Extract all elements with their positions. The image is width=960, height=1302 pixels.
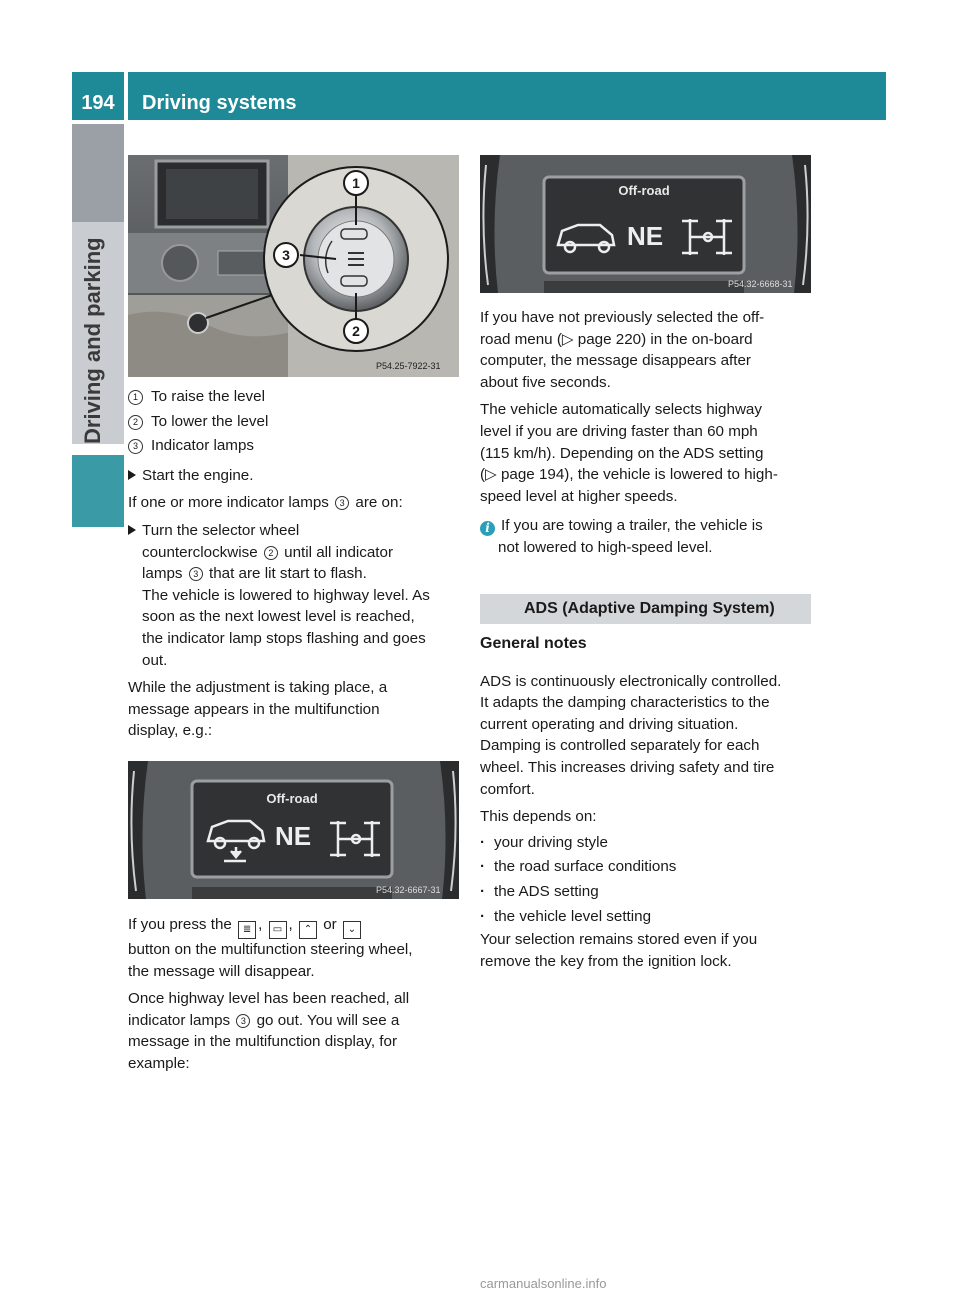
step-turn-wheel: Turn the selector wheel [128,520,464,542]
display-title: Off-road [266,791,317,806]
display-text: NE [275,821,311,851]
callout-3: 3 [282,247,290,263]
figure-display-highway: Off-road NE P54.32-6668-31 [480,155,811,293]
side-tab-light [72,222,124,444]
menu-button-icon: ≣ [238,921,257,939]
car-lowering-icon [206,819,266,863]
page-number: 194 [72,72,124,120]
step-arrow-icon [128,524,136,535]
legend-item: 2 To lower the level [128,411,464,433]
legend-number: 2 [128,414,143,430]
legend-number: 3 [128,439,143,455]
info-icon: i [480,521,495,537]
left-column: 1 To raise the level 2 To lower the leve… [128,386,464,742]
right-column: If you have not previously selected the … [480,307,816,559]
section-heading: ADS (Adaptive Damping System) [480,594,811,624]
step-continuation: counterclockwise 2 until all indicator l… [142,543,430,669]
side-label-text: Driving and parking [80,237,105,444]
bullet-icon: · [480,882,486,900]
display-text: NE [627,221,663,251]
figure-code: P54.32-6667-31 [376,885,441,895]
paragraph: The vehicle automatically selects highwa… [480,401,762,419]
paragraph: ADS is continuously electronically contr… [480,672,782,690]
back-button-icon: ▭ [268,921,287,939]
list-item: ·the road surface conditions [480,856,820,878]
display-title: Off-road [618,183,669,198]
left-column-lower: If you press the ≣, ▭, ⌃ or ⌄ button on … [128,914,464,1075]
paragraph: If one or more indicator lamps 3 are on: [128,494,403,512]
figure-selector-wheel: 1 2 3 P54.25-7922-31 [128,155,459,377]
paragraph: If you have not previously selected the … [480,309,765,326]
axle-icon [682,219,732,255]
legend-item: 3 Indicator lamps [128,435,464,457]
list-item: ·the vehicle level setting [480,906,820,928]
paragraph: Your selection remains stored even if yo… [480,931,758,949]
paragraph: This depends on: [480,808,597,826]
legend-text: To raise the level [151,388,265,405]
ref-number: 3 [236,1013,251,1028]
callout-1: 1 [352,175,360,191]
list-item: ·the ADS setting [480,881,820,903]
chapter-title: Driving systems [128,72,886,120]
up-button-icon: ⌃ [298,921,317,939]
side-tab-accent [72,455,124,527]
legend-item: 1 To raise the level [128,386,464,408]
axle-icon [330,821,380,857]
list-item: ·your driving style [480,832,820,854]
bullet-icon: · [480,833,486,851]
step-start-engine: Start the engine. [128,465,464,487]
legend-text: To lower the level [151,412,269,430]
figure-code: P54.25-7922-31 [376,361,441,371]
watermark: carmanualsonline.info [480,1276,607,1291]
figure-display-lowering: Off-road NE P54.32-6667-31 [128,761,459,899]
subheading: General notes [480,635,587,652]
bullet-icon: · [480,907,486,925]
callout-2: 2 [352,323,360,339]
paragraph: Once highway level has been reached, all [128,990,410,1008]
right-column-lower: General notes ADS is continuously electr… [480,633,820,972]
figure-code: P54.32-6668-31 [728,279,793,289]
paragraph: While the adjustment is taking place, a [128,679,388,697]
legend-text: Indicator lamps [151,437,254,455]
ref-number: 2 [263,545,278,560]
ref-number: 3 [188,567,203,582]
legend-number: 1 [128,390,143,405]
side-tab-dark [72,124,124,222]
bullet-icon: · [480,858,486,876]
ref-number: 3 [335,496,350,511]
step-arrow-icon [128,469,136,480]
car-icon [556,223,616,254]
paragraph: If you press the ≣, ▭, ⌃ or ⌄ [128,914,464,939]
down-button-icon: ⌄ [342,921,361,939]
